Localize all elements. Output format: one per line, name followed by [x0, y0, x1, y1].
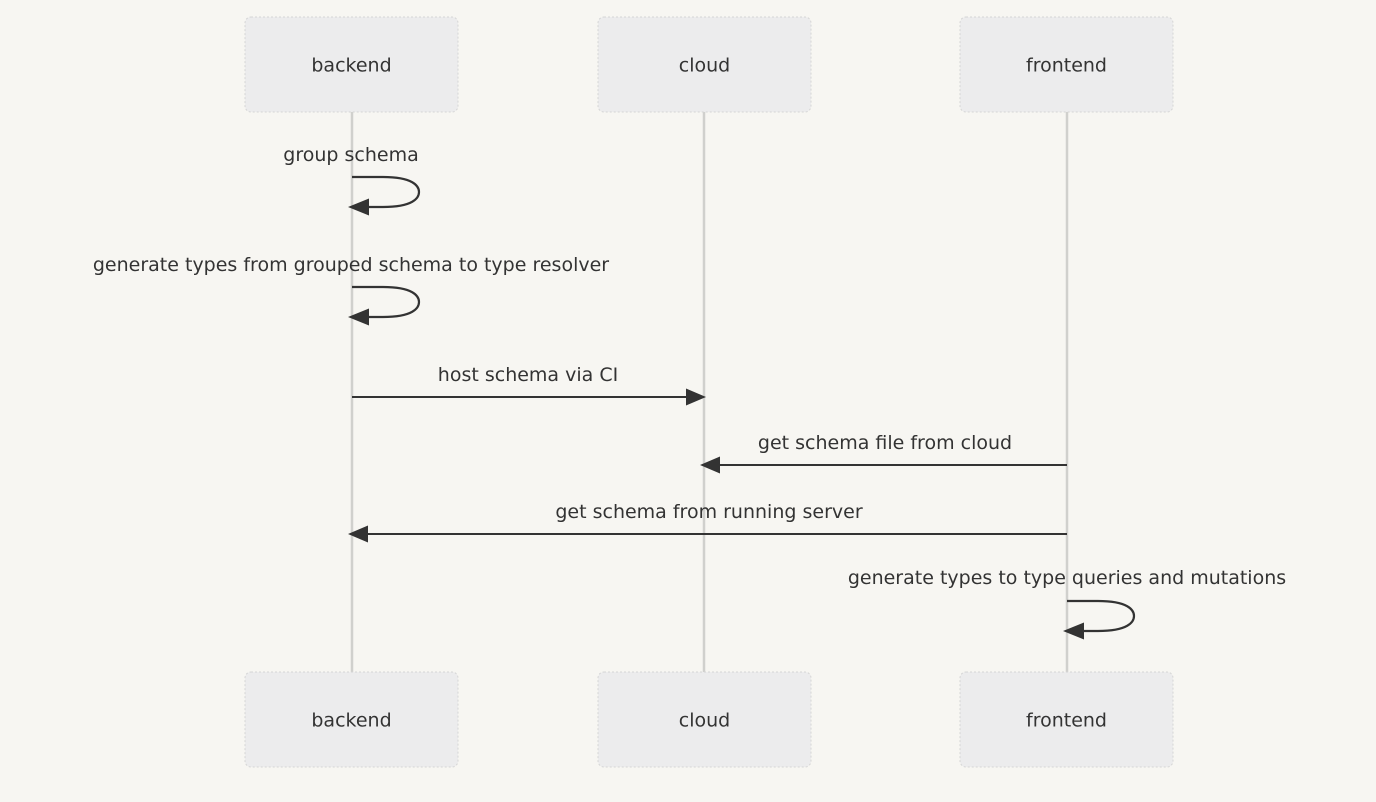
participant-label: cloud [679, 710, 730, 732]
participant-label: frontend [1026, 710, 1107, 732]
participant-box[interactable] [597, 16, 812, 113]
message-label: group schema [283, 144, 418, 166]
arrowhead-left [348, 308, 369, 326]
participant-box[interactable] [959, 16, 1174, 113]
arrowhead-right [686, 388, 706, 406]
participant-box[interactable] [244, 671, 459, 768]
participant-backend-bottom[interactable]: backend [244, 671, 459, 768]
participant-label: cloud [679, 55, 730, 77]
participant-box[interactable] [244, 16, 459, 113]
participant-label: frontend [1026, 55, 1107, 77]
message-label: get schema from running server [555, 501, 862, 523]
arrowhead-left [700, 456, 720, 474]
message-label: get schema file from cloud [758, 432, 1012, 454]
message-group-schema[interactable]: group schema [283, 144, 421, 216]
message-get-schema-file-from-cloud[interactable]: get schema file from cloud [700, 432, 1067, 474]
participant-frontend-top[interactable]: frontend [959, 16, 1174, 113]
arrowhead-left [348, 525, 368, 543]
participant-box[interactable] [959, 671, 1174, 768]
message-generate-types-queries-mutations[interactable]: generate types to type queries and mutat… [848, 567, 1286, 640]
message-label: generate types from grouped schema to ty… [93, 254, 609, 276]
arrowhead-left [1063, 622, 1084, 640]
participant-backend-top[interactable]: backend [244, 16, 459, 113]
self-loop-path [352, 175, 421, 209]
participant-frontend-bottom[interactable]: frontend [959, 671, 1174, 768]
message-label: host schema via CI [438, 364, 618, 386]
message-generate-types-resolver[interactable]: generate types from grouped schema to ty… [93, 254, 609, 326]
participants-top: backend cloud frontend [244, 16, 1174, 113]
self-loop-path [1067, 599, 1136, 633]
self-loop-path [352, 285, 421, 319]
lifelines-group [350, 112, 1069, 672]
message-get-schema-from-running-server[interactable]: get schema from running server [348, 501, 1067, 543]
participant-box[interactable] [597, 671, 812, 768]
participant-cloud-top[interactable]: cloud [597, 16, 812, 113]
message-host-schema-via-ci[interactable]: host schema via CI [352, 364, 706, 406]
participant-label: backend [311, 710, 391, 732]
message-label: generate types to type queries and mutat… [848, 567, 1286, 589]
participants-bottom: backend cloud frontend [244, 671, 1174, 768]
participant-cloud-bottom[interactable]: cloud [597, 671, 812, 768]
arrowhead-left [348, 198, 369, 216]
participant-label: backend [311, 55, 391, 77]
